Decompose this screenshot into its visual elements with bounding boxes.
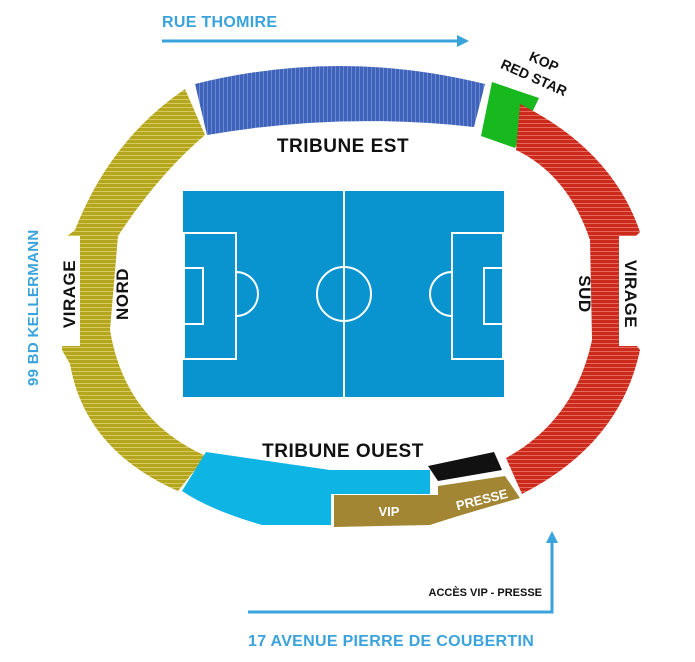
tribune-ouest-stand[interactable] xyxy=(182,452,430,525)
street-rue-thomire: RUE THOMIRE xyxy=(162,14,277,31)
sud-stand[interactable] xyxy=(506,104,640,494)
kop-red-star-stand[interactable] xyxy=(481,82,539,148)
rue-thomire-arrow xyxy=(162,35,469,47)
label-nord: NORD xyxy=(113,268,132,320)
label-tribune-est: TRIBUNE EST xyxy=(277,136,409,157)
pitch xyxy=(183,191,504,397)
nord-stand[interactable] xyxy=(62,89,206,491)
tribune-est-stand[interactable] xyxy=(195,66,485,135)
label-access-vip-presse: ACCÈS VIP - PRESSE xyxy=(429,586,543,599)
label-sud: SUD xyxy=(575,275,594,312)
street-avenue-pierre-de-coubertin: 17 AVENUE PIERRE DE COUBERTIN xyxy=(248,633,534,650)
virage-right-box xyxy=(619,236,642,346)
access-vip-presse-arrow xyxy=(248,531,558,614)
label-vip: VIP xyxy=(379,504,400,519)
vip-presse-stand[interactable] xyxy=(334,476,520,527)
street-bd-kellermann: 99 BD KELLERMANN xyxy=(25,230,42,386)
presse-box-stand[interactable] xyxy=(428,452,502,481)
label-tribune-ouest: TRIBUNE OUEST xyxy=(262,441,424,462)
label-virage-left: VIRAGE xyxy=(60,260,79,328)
label-virage-right: VIRAGE xyxy=(621,260,640,328)
virage-left-box xyxy=(57,236,80,346)
